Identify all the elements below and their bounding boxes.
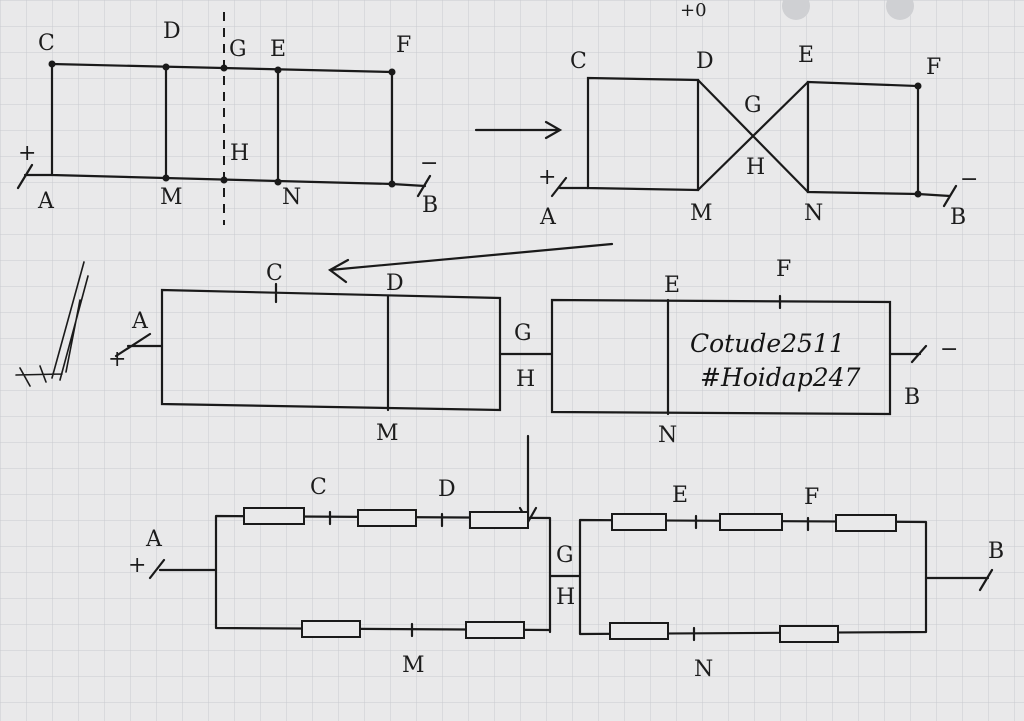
fig4-plus-sign: +	[128, 553, 146, 578]
fig4-label-h: H	[556, 585, 575, 610]
fig3-ticks	[274, 282, 782, 310]
fig3-minus-sign: −	[940, 337, 958, 362]
fig1-label-m: M	[160, 185, 183, 210]
fig1-label-n: N	[282, 185, 301, 210]
fig1-label-b: B	[422, 193, 438, 218]
fig2-label-n: N	[804, 201, 823, 226]
figure-4-circuit: C D E F G H A M N B +	[128, 475, 1004, 682]
fig1-label-f: F	[396, 33, 411, 58]
fig1-label-h: H	[230, 141, 249, 166]
fig3-label-a: A	[131, 309, 149, 334]
fig3-label-d: D	[386, 271, 404, 296]
fig1-label-d: D	[163, 19, 181, 44]
binder-hole	[782, 0, 810, 20]
fig3-right-box	[550, 298, 892, 416]
fig3-label-e: E	[664, 273, 680, 298]
fig3-label-c: C	[266, 261, 283, 286]
resistor-n-left	[609, 622, 669, 640]
fig2-leads	[550, 176, 958, 208]
fig4-label-d: D	[438, 477, 456, 502]
binder-hole	[886, 0, 914, 20]
fig4-node-ticks	[328, 510, 810, 642]
fig2-minus-sign: −	[960, 167, 978, 192]
fig3-label-n: N	[658, 423, 677, 448]
fig3-label-m: M	[376, 421, 399, 446]
arrow-fig2-to-fig3	[327, 242, 614, 284]
figure-2: C D E F G H A M N B + −	[538, 43, 978, 230]
fig2-label-m: M	[690, 201, 713, 226]
fig1-leads	[16, 163, 432, 198]
fig4-label-f: F	[804, 485, 819, 510]
resistor-n-right	[779, 625, 839, 643]
fig1-label-c: C	[38, 31, 55, 56]
fig2-label-f: F	[926, 55, 941, 80]
fig3-plus-sign: +	[108, 347, 126, 372]
watermark-line-2: #Hoidap247	[700, 363, 861, 392]
fig3-leads	[114, 332, 928, 364]
watermark-line-1: Cotude2511	[690, 329, 845, 358]
fig4-label-m: M	[402, 653, 425, 678]
fig1-label-g: G	[229, 37, 247, 62]
fig4-label-n: N	[694, 657, 713, 682]
fig4-label-e: E	[672, 483, 688, 508]
side-sketch-strokes	[15, 261, 89, 387]
fig4-label-g: G	[556, 543, 574, 568]
fig2-label-g: G	[744, 93, 762, 118]
resistor-e-left	[611, 513, 667, 531]
arrow-fig1-to-fig2	[474, 120, 563, 140]
resistor-c-left	[243, 507, 305, 525]
fig2-label-a: A	[539, 205, 557, 230]
fig4-label-b: B	[988, 539, 1004, 564]
fig3-label-h: H	[516, 367, 535, 392]
fig2-cross	[696, 78, 810, 194]
fig1-label-e: E	[270, 37, 286, 62]
resistor-f-right	[835, 514, 897, 532]
figure-3: C D E F G H A M N B + − Cotude2511 #Hoid…	[108, 257, 958, 448]
resistor-cd	[357, 509, 417, 527]
figure-1: C D G E F H A M N B + −	[16, 12, 438, 225]
fig3-label-g: G	[514, 321, 532, 346]
fig2-label-e: E	[798, 43, 814, 68]
fig2-label-d: D	[696, 49, 714, 74]
corner-mark: +0	[680, 0, 707, 21]
resistor-m-right	[465, 621, 525, 639]
resistor-d-right	[469, 511, 529, 529]
fig4-label-a: A	[145, 527, 163, 552]
fig4-leads	[148, 558, 994, 592]
fig2-label-h: H	[746, 155, 765, 180]
fig1-label-a: A	[37, 189, 55, 214]
fig1-verticals	[164, 64, 280, 184]
fig2-label-b: B	[950, 205, 966, 230]
fig3-label-f: F	[776, 257, 791, 282]
resistor-m-left	[301, 620, 361, 638]
fig1-minus-sign: −	[420, 151, 438, 176]
fig3-label-b: B	[904, 385, 920, 410]
fig2-label-c: C	[570, 49, 587, 74]
fig1-plus-sign: +	[18, 141, 36, 166]
resistor-ef	[719, 513, 783, 531]
side-sketch	[15, 261, 89, 387]
fig2-plus-sign: +	[538, 165, 556, 190]
fig4-label-c: C	[310, 475, 327, 500]
